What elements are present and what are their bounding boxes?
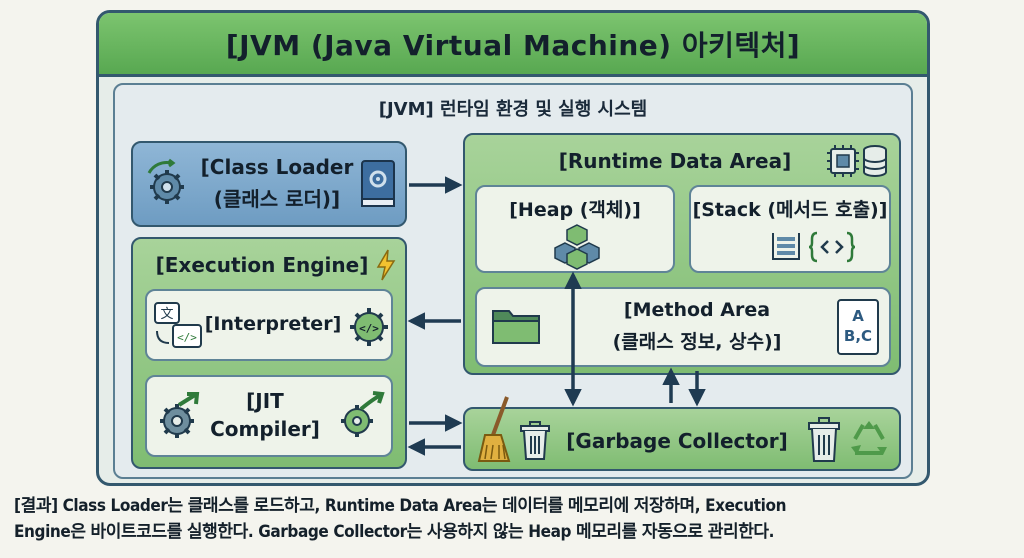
method-area-label-line1: [Method Area [623,299,771,321]
abc-icon-text-line1: A [852,307,864,325]
svg-text:</>: </> [177,331,197,344]
connector-arrows [407,176,706,456]
stack-label: [Stack (메서드 호출)] [692,199,888,221]
title-bar: [JVM (Java Virtual Machine) 아키텍처] [99,13,927,77]
abc-document-icon: A B,C [837,299,879,355]
runtime-environment-panel: [JVM] 런타임 환경 및 실행 시스템 [Class Loader (클래스… [113,83,913,479]
abc-icon-text-line2: B,C [843,327,873,345]
jit-compiler-label-line1: [JIT [246,389,284,413]
diagram-title: [JVM (Java Virtual Machine) 아키텍처] [225,28,801,62]
code-gear-icon: </> [350,308,388,346]
heap-box: [Heap (객체)] [475,185,675,273]
method-area-label-line2: (클래스 정보, 상수)] [612,331,782,353]
runtime-data-area-title: [Runtime Data Area] [558,149,792,173]
heap-label: [Heap (객체)] [509,199,641,221]
caption-line1: [결과] Class Loader는 클래스를 로드하고, Runtime Da… [14,496,787,516]
result-caption: [결과] Class Loader는 클래스를 로드하고, Runtime Da… [14,493,1014,545]
folder-icon [492,310,540,344]
cubes-icon [554,224,600,270]
interpreter-box: 文 </> [Interpreter] </> [145,289,393,361]
class-loader-box: [Class Loader (클래스 로더)] [131,141,407,227]
translate-code-icon: 文 </> [154,302,202,348]
interpreter-label: [Interpreter] [204,313,342,335]
execution-engine-box: [Execution Engine] 文 </> [Interpreter] <… [131,237,407,469]
gear-refresh-icon [147,158,184,204]
class-loader-label-line2: (클래스 로더)] [213,187,341,211]
broom-icon [477,396,511,462]
garbage-collector-label: [Garbage Collector] [566,429,788,453]
jit-compiler-label-line2: Compiler] [210,417,320,441]
svg-text:</>: </> [359,322,379,335]
recycle-icon [851,421,887,455]
jvm-architecture-frame: [JVM (Java Virtual Machine) 아키텍처] [JVM] … [96,10,930,486]
chip-database-icon [827,145,887,177]
stack-box: [Stack (메서드 호출)] [689,185,891,273]
runtime-environment-title: [JVM] 런타임 환경 및 실행 시스템 [378,99,648,120]
gear-arrow-icon-right [341,391,385,437]
caption-line2: Engine은 바이트코드를 실행한다. Garbage Collector는 … [14,522,775,542]
stack-layers-icon [772,233,800,260]
lightning-icon [376,249,396,281]
gear-arrow-icon [160,392,200,438]
class-loader-label-line1: [Class Loader [200,155,354,179]
book-icon [361,160,395,207]
trash-can-large-icon [808,417,840,462]
trash-can-icon [520,421,550,460]
method-area-box: [Method Area (클래스 정보, 상수)] A B,C [475,287,891,367]
code-brackets-icon [808,231,856,263]
runtime-data-area-box: [Runtime Data Area] [Heap (객체)] [463,133,901,375]
svg-text:文: 文 [160,307,173,322]
execution-engine-title: [Execution Engine] [155,253,369,277]
garbage-collector-box: [Garbage Collector] [463,396,901,471]
jit-compiler-box: [JIT Compiler] [145,375,393,457]
